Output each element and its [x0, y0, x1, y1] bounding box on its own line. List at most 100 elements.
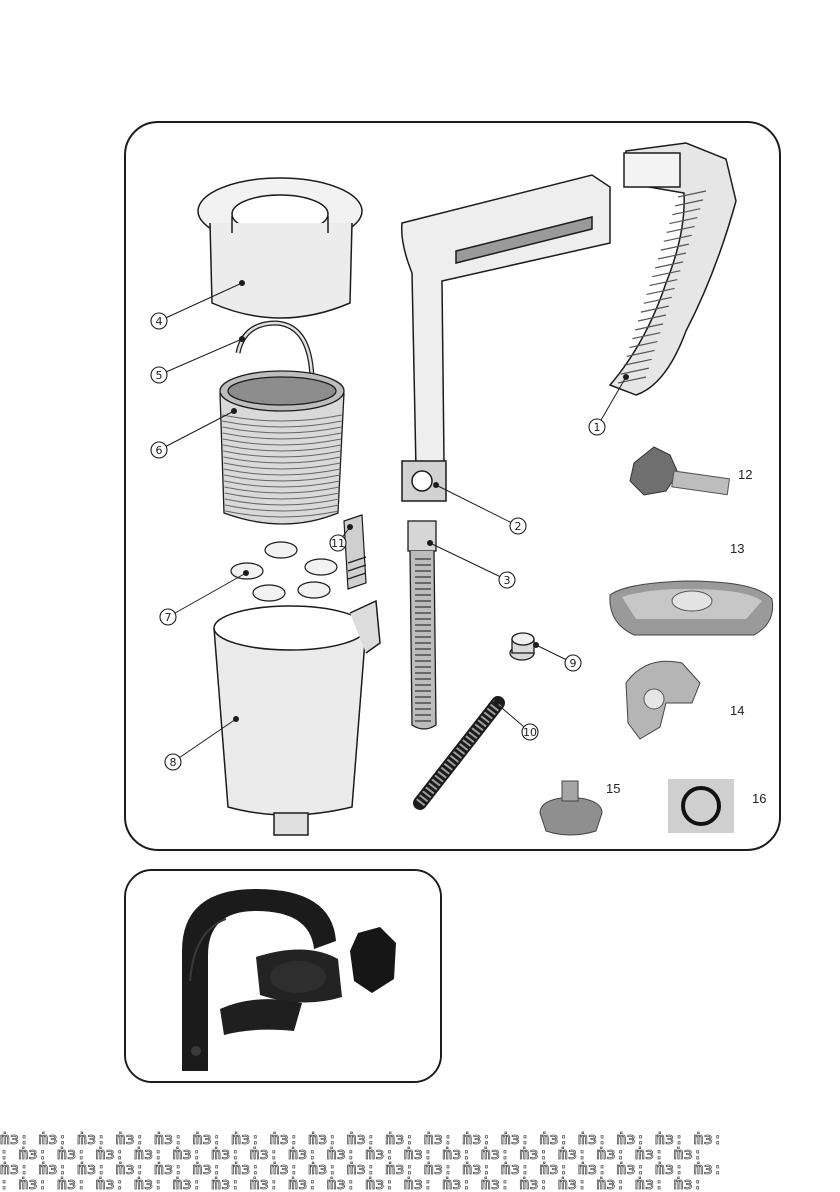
callout-anchor-9 [533, 642, 539, 648]
spout-rib [657, 252, 687, 260]
callout-anchor-6 [231, 408, 237, 414]
part-1-spout [608, 142, 737, 396]
callout-anchor-10 [493, 700, 499, 706]
callout-leader-7 [167, 572, 247, 618]
basket-rib [223, 474, 341, 482]
callout-circle-8 [164, 753, 182, 771]
callout-leader-8 [172, 718, 237, 763]
basket-ribs [221, 414, 343, 518]
spout-rib [669, 216, 698, 225]
basket-rib [224, 492, 340, 500]
rack-teeth [415, 558, 431, 722]
callout-number-6: 6 [156, 444, 163, 457]
spout-rib [643, 296, 672, 304]
callout-anchor-3 [427, 540, 433, 546]
callout-anchor-1 [623, 374, 629, 380]
spout-rib [672, 208, 701, 216]
assembled-photo [126, 871, 440, 1081]
callout-number-11: 11 [331, 537, 345, 550]
basket-rib [223, 462, 341, 470]
footer-pattern-row: ṁɜ: ṁɜ: ṁɜ: ṁɜ: ṁɜ: ṁɜ: ṁɜ: ṁɜ: ṁɜ: ṁɜ: … [0, 1144, 702, 1163]
callout-leader-3 [429, 542, 508, 581]
part-7-discs [230, 541, 338, 602]
spout-rib [635, 323, 664, 331]
callout-circle-7 [159, 608, 177, 626]
photo-label-12: 12 [738, 467, 752, 482]
callout-circle-10 [521, 723, 539, 741]
spout-rib [677, 190, 707, 198]
basket-rib [222, 432, 342, 440]
footer-pattern-band: ṁɜ: ṁɜ: ṁɜ: ṁɜ: ṁɜ: ṁɜ: ṁɜ: ṁɜ: ṁɜ: ṁɜ: … [0, 1130, 840, 1192]
photo-part-14-clamp [625, 660, 701, 740]
photo-label-14: 14 [730, 703, 744, 718]
basket-rib [223, 450, 341, 458]
photo-label-16: 16 [752, 791, 766, 806]
photo-part-15-cap [539, 780, 603, 836]
part-11-clip [343, 514, 367, 590]
callout-number-5: 5 [156, 369, 163, 382]
callout-leader-1 [596, 376, 627, 428]
spout-rib [655, 261, 684, 269]
callout-leader-4 [158, 282, 243, 322]
basket-rib [221, 414, 343, 422]
spout-rib [637, 314, 667, 322]
callout-number-8: 8 [170, 756, 177, 769]
callout-leader-6 [158, 410, 235, 451]
spout-rib [675, 199, 704, 207]
spout-rib [623, 358, 652, 366]
photo-part-12-knob [629, 446, 731, 496]
spout-rib [666, 225, 695, 234]
basket-rib [222, 426, 342, 434]
callout-leader-2 [435, 484, 519, 527]
spout-rib [663, 234, 692, 242]
spout-rib [629, 340, 658, 349]
callout-number-3: 3 [504, 574, 511, 587]
spout-rib [660, 243, 689, 251]
callout-circle-11 [329, 534, 347, 552]
callout-number-7: 7 [165, 611, 172, 624]
basket-rib [223, 468, 341, 476]
part-9-nozzle [509, 632, 535, 661]
callout-circle-4 [150, 312, 168, 330]
callout-leader-5 [158, 338, 243, 376]
callout-number-4: 4 [156, 315, 163, 328]
basket-rib [224, 498, 340, 506]
callout-anchor-5 [239, 336, 245, 342]
callout-circle-9 [564, 654, 582, 672]
callout-anchor-7 [243, 570, 249, 576]
spout-rib [640, 305, 669, 313]
callout-circle-5 [150, 366, 168, 384]
callout-anchor-4 [239, 280, 245, 286]
callout-circle-1 [588, 418, 606, 436]
spout-rib [626, 349, 655, 358]
spout-ribs [617, 190, 707, 384]
footer-pattern-row: ṁɜ: ṁɜ: ṁɜ: ṁɜ: ṁɜ: ṁɜ: ṁɜ: ṁɜ: ṁɜ: ṁɜ: … [0, 1130, 722, 1148]
photo-part-16-oring [668, 779, 734, 833]
callout-anchor-11 [347, 524, 353, 530]
callout-circle-6 [150, 441, 168, 459]
spout-rib [620, 367, 649, 375]
photo-part-13-bracket [609, 580, 774, 636]
part-8-container [213, 599, 381, 836]
basket-rib [224, 480, 340, 488]
spout-rib [649, 278, 678, 287]
spout-rib [652, 270, 681, 278]
spout-rib [646, 287, 675, 296]
callout-leaders [158, 280, 629, 763]
spout-rib [632, 332, 661, 340]
callout-anchor-8 [233, 716, 239, 722]
basket-rib [222, 444, 342, 452]
callout-circle-2 [509, 517, 527, 535]
basket-rib [223, 456, 341, 464]
callout-number-9: 9 [570, 657, 577, 670]
callout-number-1: 1 [594, 421, 601, 434]
callout-anchor-2 [433, 482, 439, 488]
footer-pattern-row: ṁɜ: ṁɜ: ṁɜ: ṁɜ: ṁɜ: ṁɜ: ṁɜ: ṁɜ: ṁɜ: ṁɜ: … [0, 1159, 722, 1178]
basket-rib [224, 504, 340, 512]
basket-rib [225, 510, 339, 518]
part-2-arm [400, 174, 611, 502]
footer-pattern: ṁɜ: ṁɜ: ṁɜ: ṁɜ: ṁɜ: ṁɜ: ṁɜ: ṁɜ: ṁɜ: ṁɜ: … [0, 1130, 723, 1192]
